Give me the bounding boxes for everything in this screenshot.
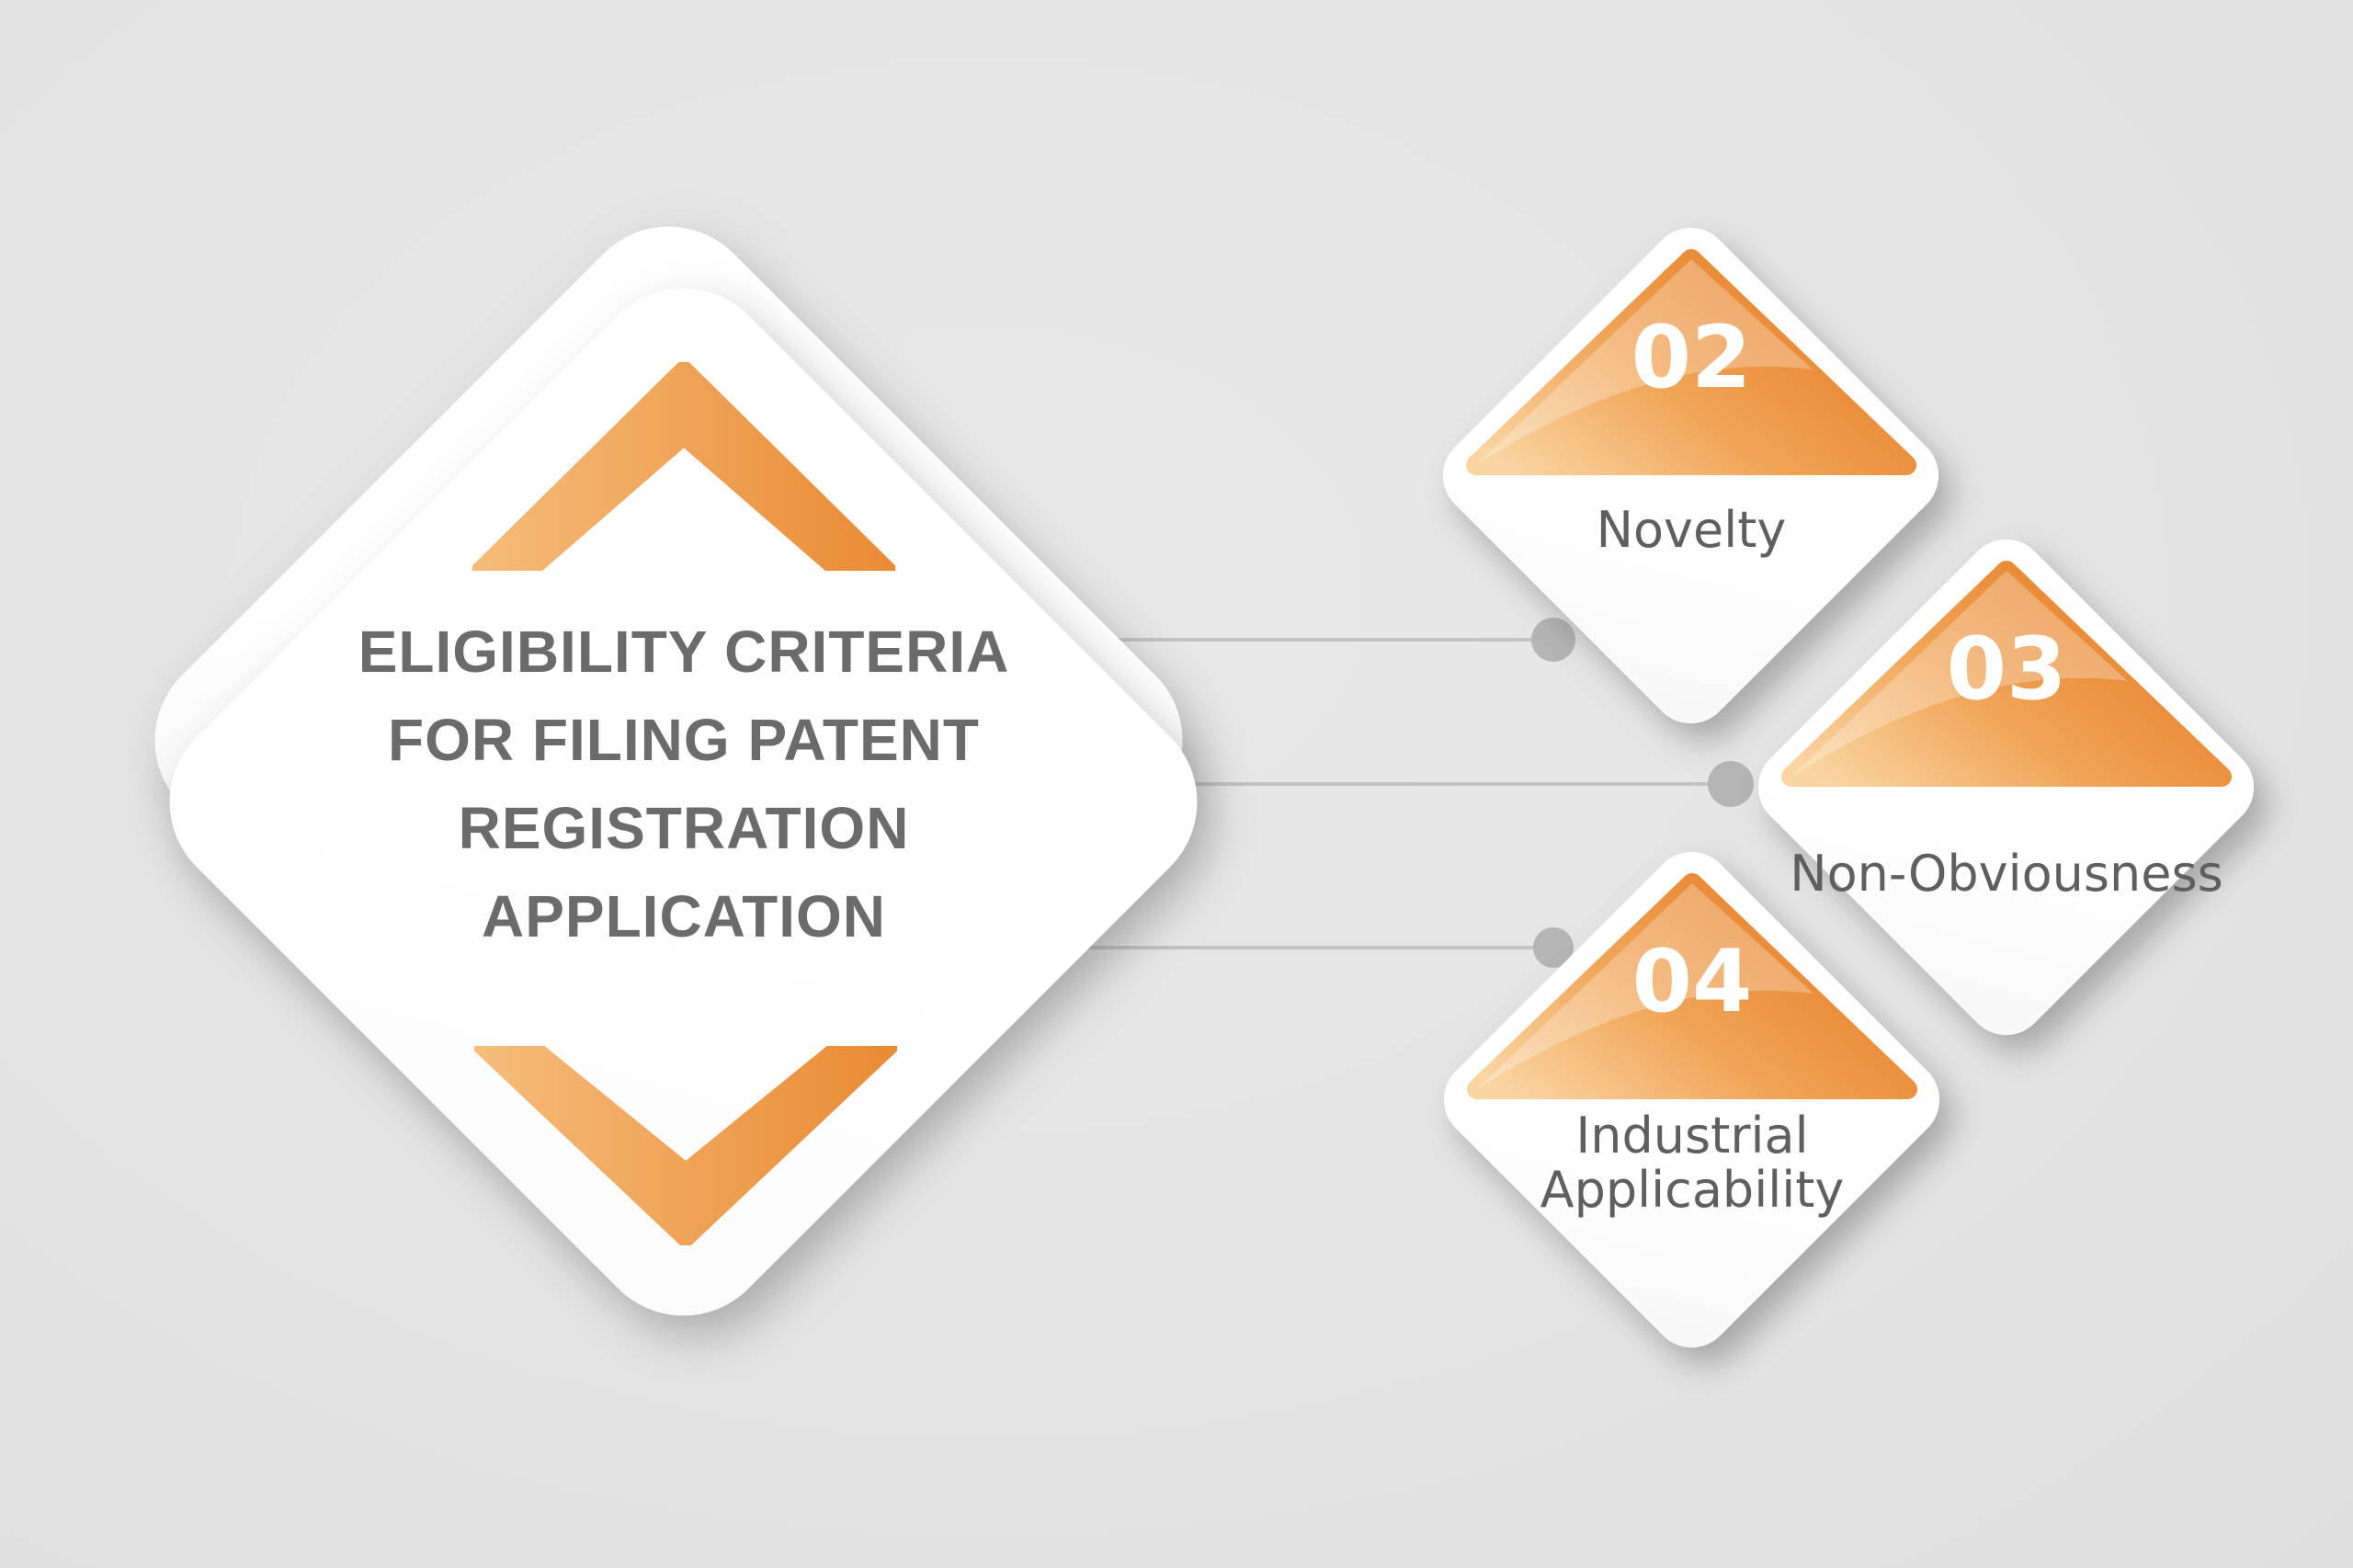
node-triangle-icon	[1781, 561, 2232, 787]
node-triangle-icon	[1466, 249, 1916, 475]
main-diamond-card	[131, 250, 1235, 1354]
connector-dot-novelty	[1531, 618, 1575, 662]
diagram-node-novelty: 02 Novelty	[1426, 210, 1956, 741]
connector-line-nonobviousness	[1085, 782, 1731, 786]
step-number: 04	[1631, 932, 1753, 1032]
step-label: Non-Obviousness	[1790, 845, 2223, 903]
connector-dot-nonobviousness	[1708, 761, 1754, 807]
step-number: 02	[1631, 308, 1752, 408]
connector-line-novelty	[956, 638, 1553, 642]
step-label: Industrial Applicability	[1540, 1107, 1845, 1219]
diagram-node-industrial-applicability: 04 Industrial Applicability	[1427, 835, 1957, 1365]
node-triangle-icon	[1467, 873, 1917, 1099]
step-number: 03	[1946, 619, 2067, 720]
step-label: Novelty	[1596, 501, 1787, 559]
diagram-node-nonobviousness: 03 Non-Obviousness	[1741, 522, 2271, 1052]
connector-line-industrial	[956, 946, 1553, 949]
